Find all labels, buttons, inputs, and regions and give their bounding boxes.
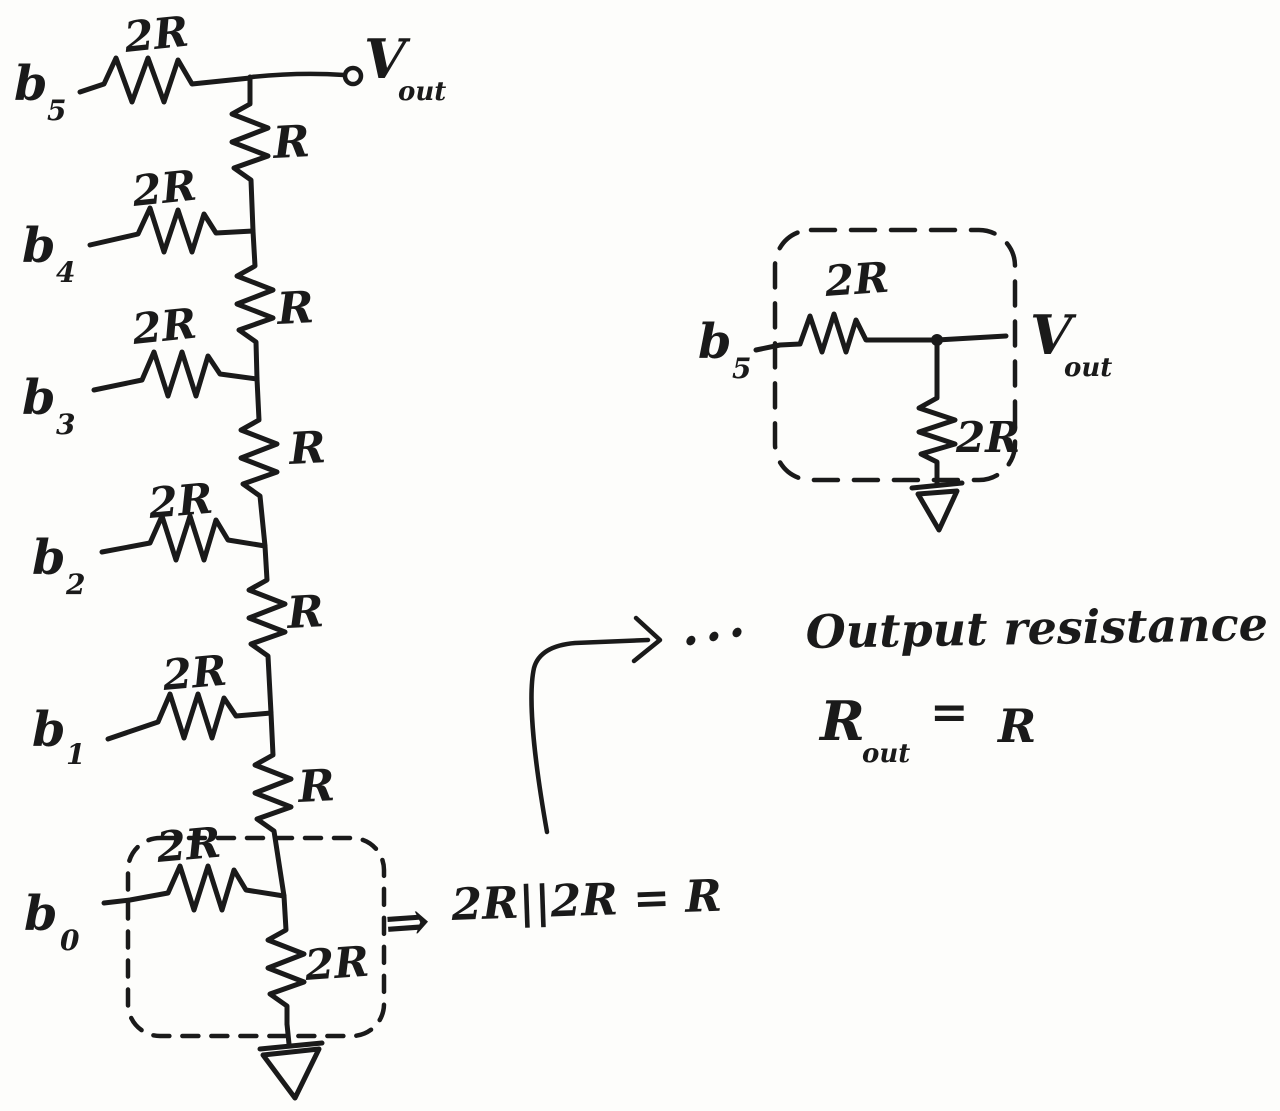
resistor-2r-b4 [87,205,256,255]
dashed-box-parallel-section [125,835,387,1039]
resistor-2r-b2 [99,513,268,563]
resistor-rung-4 [246,543,288,716]
rung-3-label: R [286,422,327,475]
input-b2-label: b [32,530,66,586]
input-b4-subscript: 4 [56,256,75,289]
resistor-2r-b0-label: 2R [154,818,223,872]
equiv-shunt-2r-label: 2R [955,413,1020,462]
rung-4-label: R [284,586,325,639]
resistor-rung-5 [252,710,294,899]
equiv-vout-label: V [1030,303,1077,367]
equivalent-circuit: b 5 2R V out 2R [698,227,1112,533]
connector-arrowhead [631,615,663,664]
ladder-rung-resistors: R R R R R [229,74,336,899]
parallel-formula-text: 2R||2R = R [450,871,723,931]
ladder-branch-b4: b 4 2R [22,161,256,289]
resistor-2r-b0 [101,863,287,913]
resistor-2r-b2-label: 2R [146,474,215,528]
resistor-rung-2 [234,228,276,382]
vout-tap: V out [249,27,446,107]
resistor-2r-b5-label: 2R [121,7,191,63]
rout-value: R [996,699,1036,753]
input-b3-label: b [22,370,56,426]
resistor-2r-terminator [265,893,307,1027]
curved-connector-arrow: ... [529,588,754,835]
ladder-branch-b2: b 2 2R [32,474,268,601]
resistor-2r-b1 [105,691,274,742]
ground-symbol-left [257,1021,325,1101]
vout-terminal-circle [342,65,364,87]
equiv-input-b5-subscript: 5 [732,352,751,385]
input-b4-label: b [22,218,56,274]
ground-symbol-right [909,480,965,533]
rout-label: R [818,689,865,753]
ellipsis-text: ... [675,588,754,658]
input-b1-subscript: 1 [66,738,85,771]
r2r-ladder: R R R R R b 5 2R V out b 4 2R [14,7,446,1101]
equiv-input-b5-label: b [698,314,732,370]
input-b1-label: b [32,702,66,758]
input-b3-subscript: 3 [56,408,75,441]
vout-subscript: out [398,77,446,107]
input-b5-label: b [14,56,48,112]
vout-wire [249,71,347,80]
input-b0-subscript: 0 [60,924,80,957]
connector-arrow-path [529,637,651,835]
resistor-2r-b1-label: 2R [160,646,229,700]
input-b2-subscript: 2 [65,568,85,601]
rung-1-label: R [270,116,311,169]
vout-label: V [364,27,411,91]
input-b0-label: b [24,886,58,942]
ladder-branch-b0: b 0 2R [24,818,287,957]
ladder-branch-b5: b 5 2R [14,7,253,127]
ladder-branch-b3: b 3 2R [22,299,260,441]
implies-arrow: ⇒ [382,888,432,955]
resistor-rung-1 [229,74,271,234]
input-b5-subscript: 5 [47,94,66,127]
resistor-2r-b3-label: 2R [129,299,199,355]
rung-2-label: R [274,282,315,335]
resistor-2r-terminator-label: 2R [302,937,370,990]
parallel-annotation: ⇒ 2R||2R = R [382,871,722,955]
resistor-2r-b4-label: 2R [129,161,199,217]
output-resistance-note: Output resistance R out = R [805,597,1268,769]
equiv-series-2r-label: 2R [822,253,890,306]
equiv-resistor-2r-series [753,311,1009,355]
ladder-branch-b1: b 1 2R [32,646,274,771]
equiv-resistor-2r-shunt [916,337,958,487]
rout-subscript: out [862,739,910,769]
equiv-vout-subscript: out [1064,353,1112,383]
resistor-rung-3 [238,376,280,549]
rout-equals-sign: = [930,685,969,739]
resistor-2r-b5 [77,55,253,105]
resistor-2r-b3 [91,349,260,399]
rung-5-label: R [295,760,336,813]
ladder-terminator: 2R [257,893,371,1101]
dashed-box-equivalent [772,227,1018,483]
output-resistance-text: Output resistance [805,597,1268,659]
